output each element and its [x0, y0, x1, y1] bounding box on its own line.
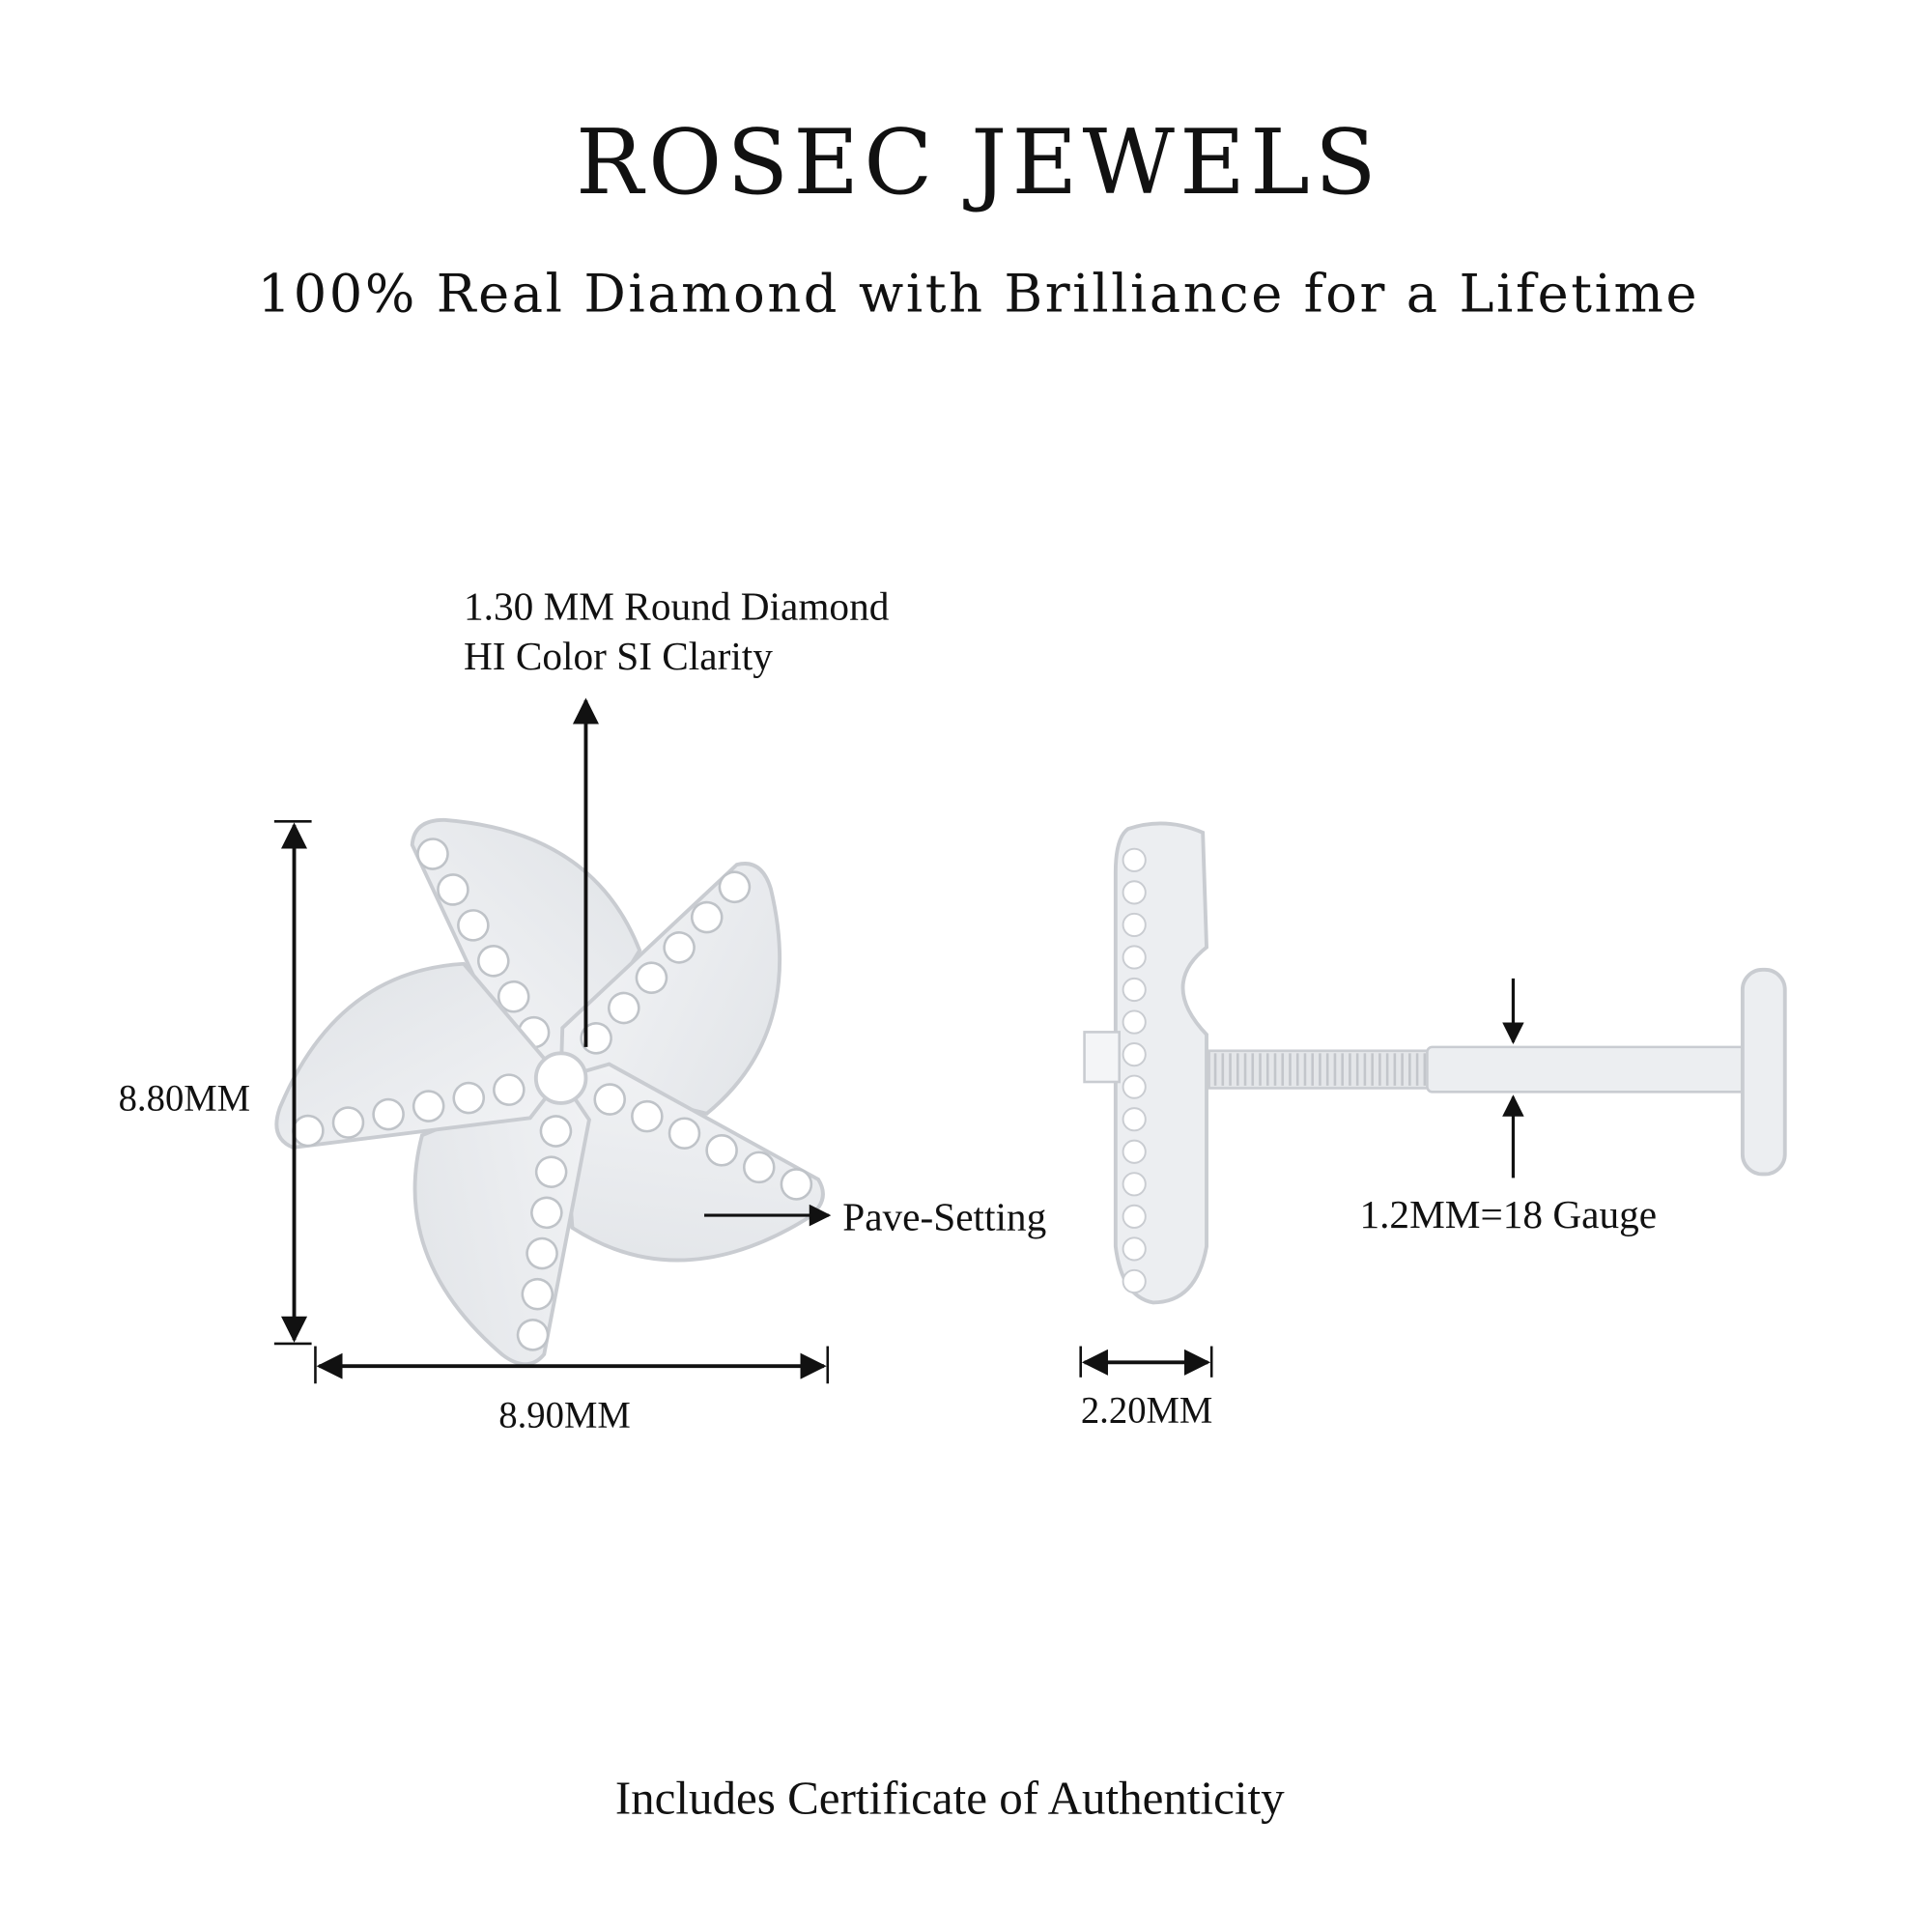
side-diamond	[1122, 1172, 1147, 1197]
pave-diamond	[416, 838, 449, 870]
pave-diamond	[580, 1022, 612, 1055]
petal	[412, 1075, 591, 1367]
pave-diamond	[493, 1073, 526, 1106]
pave-diamond	[668, 1117, 701, 1150]
petal	[558, 1062, 825, 1263]
brand-title: ROSEC JEWELS	[576, 110, 1381, 214]
pave-diamond	[452, 1081, 486, 1115]
pave-diamond	[437, 873, 469, 906]
pave-diamond	[372, 1097, 405, 1131]
side-diamond	[1122, 1236, 1147, 1262]
width-label: 8.90MM	[498, 1395, 631, 1435]
pave-diamond	[476, 945, 510, 978]
pave-diamond	[412, 1090, 445, 1122]
gauge-label: 1.2MM=18 Gauge	[1359, 1192, 1657, 1236]
pave-diamond	[497, 980, 530, 1013]
side-diamond	[1122, 880, 1147, 905]
side-diamond	[1122, 1009, 1147, 1035]
side-diamond	[1122, 1107, 1147, 1132]
pave-diamond	[690, 900, 724, 934]
pave-diamond	[526, 1236, 558, 1270]
pave-diamond	[593, 1083, 626, 1116]
side-diamond	[1122, 977, 1147, 1003]
pave-diamond	[457, 909, 490, 942]
side-diamond	[1122, 1042, 1147, 1067]
pave-diamond	[530, 1196, 563, 1230]
setting-label: Pave-Setting	[842, 1195, 1046, 1239]
pave-diamond	[705, 1134, 738, 1167]
diamond-size-label: 1.30 MM Round Diamond	[464, 583, 890, 628]
side-diamond	[1122, 1139, 1147, 1164]
earring-side-view	[1083, 821, 1787, 1305]
depth-label: 2.20MM	[1081, 1390, 1213, 1431]
pave-diamond	[521, 1277, 554, 1311]
pave-diamond	[718, 870, 752, 904]
certificate-note: Includes Certificate of Authenticity	[615, 1771, 1285, 1824]
flower-earring-front	[274, 817, 825, 1367]
side-diamond	[1122, 1204, 1147, 1229]
side-diamond	[1122, 912, 1147, 937]
pave-diamond	[635, 961, 668, 994]
side-diamond	[1122, 945, 1147, 970]
side-diamond	[1122, 1268, 1147, 1294]
pave-diamond	[331, 1106, 365, 1139]
pave-diamond	[534, 1155, 568, 1188]
tagline: 100% Real Diamond with Brilliance for a …	[258, 264, 1699, 325]
petal	[558, 862, 782, 1116]
labret-shaft	[1426, 1045, 1753, 1094]
center-diamond	[533, 1051, 588, 1105]
diamond-quality-label: HI Color SI Clarity	[464, 634, 773, 678]
pave-diamond	[663, 931, 696, 964]
side-diamond	[1122, 847, 1147, 872]
pave-diamond	[516, 1319, 550, 1351]
height-label: 8.80MM	[119, 1079, 251, 1120]
flat-back-disc	[1740, 967, 1787, 1177]
pave-diamond	[631, 1099, 664, 1133]
side-diamond	[1122, 1074, 1147, 1099]
pave-diamond	[780, 1168, 813, 1201]
pave-diamond	[608, 991, 640, 1025]
pave-diamond	[539, 1115, 573, 1148]
pave-diamond	[742, 1151, 776, 1184]
